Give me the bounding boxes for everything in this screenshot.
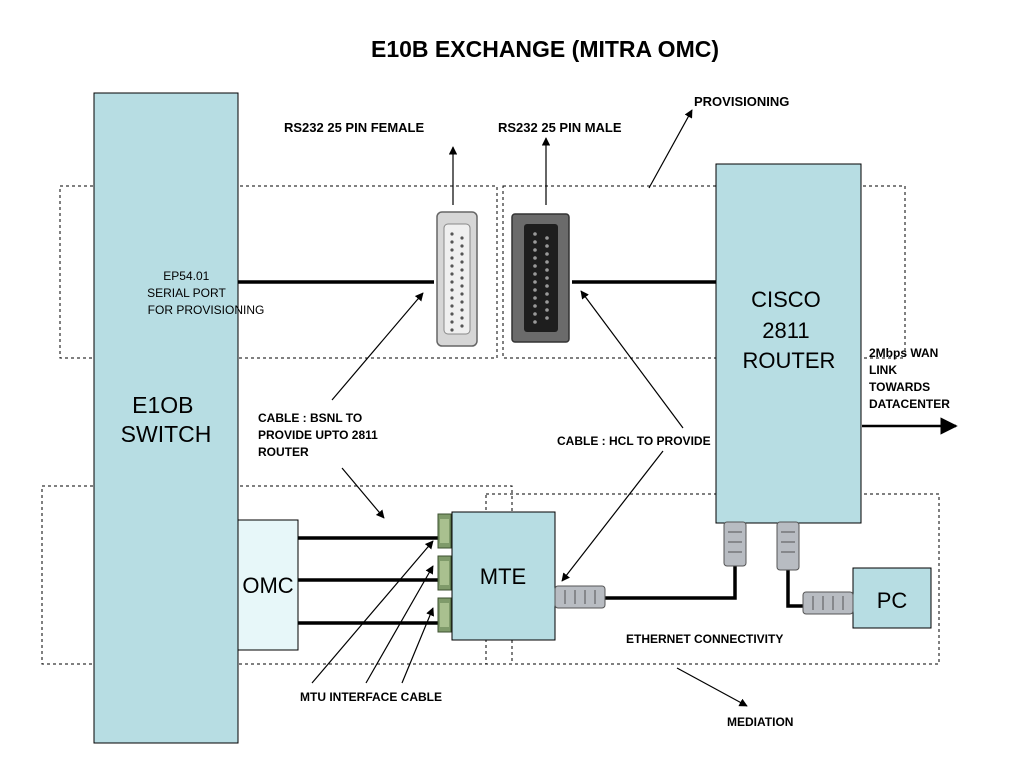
mte-box xyxy=(451,511,556,641)
router-label: CISCO 2811 ROUTER xyxy=(743,287,836,373)
e10b-switch-box xyxy=(93,92,239,744)
cable-bsnl-label: CABLE : BSNL TO PROVIDE UPTO 2811 ROUTER xyxy=(258,411,381,459)
cable-hcl-label: CABLE : HCL TO PROVIDE xyxy=(557,434,711,448)
rs232-male-connector xyxy=(511,213,570,343)
switch-label: E1OB SWITCH xyxy=(121,392,212,447)
ethernet-label: ETHERNET CONNECTIVITY xyxy=(626,632,783,646)
omc-label: OMC xyxy=(242,573,293,598)
annotation-arrows xyxy=(311,109,958,707)
serial-port-label: EP54.01 SERIAL PORT FOR PROVISIONING xyxy=(147,269,264,317)
mtu-cable-label: MTU INTERFACE CABLE xyxy=(300,690,442,704)
provisioning-region-left xyxy=(59,185,498,359)
wan-link-label: 2Mbps WAN LINK TOWARDS DATACENTER xyxy=(869,346,950,411)
mediation-label: MEDIATION xyxy=(727,715,793,729)
mtu-connectors xyxy=(437,513,452,633)
cables xyxy=(238,280,805,625)
cisco-router-box xyxy=(715,163,862,524)
rs232-female-label: RS232 25 PIN FEMALE xyxy=(284,120,424,135)
diagram-title: E10B EXCHANGE (MITRA OMC) xyxy=(371,36,719,62)
provisioning-region-right xyxy=(502,185,906,359)
rj45-connectors xyxy=(554,521,854,615)
omc-box xyxy=(237,519,299,651)
rs232-male-label: RS232 25 PIN MALE xyxy=(498,120,622,135)
pc-box xyxy=(852,567,932,629)
provisioning-label: PROVISIONING xyxy=(694,94,789,109)
mte-label: MTE xyxy=(480,564,526,589)
rs232-female-connector xyxy=(436,211,478,347)
pc-label: PC xyxy=(877,588,908,613)
